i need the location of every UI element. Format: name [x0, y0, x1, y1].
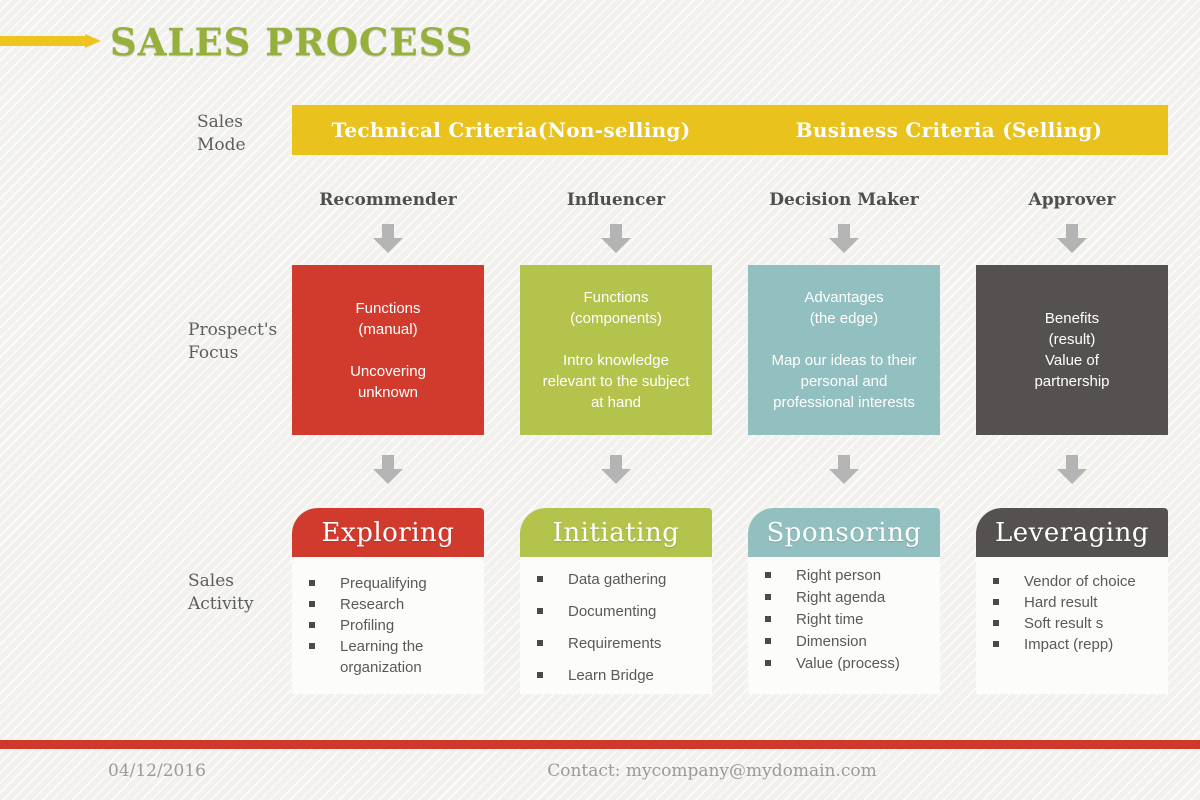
- sales-mode-banner: Technical Criteria(Non-selling) Business…: [292, 105, 1168, 155]
- activity-list: Right person Right agenda Right time Dim…: [748, 557, 940, 674]
- title-accent-arrow-icon: [85, 34, 101, 48]
- role-label-approver: Approver: [1028, 190, 1116, 210]
- activity-item: Right person: [748, 565, 940, 586]
- focus-box-decision-maker: Advantages (the edge) Map our ideas to t…: [748, 265, 940, 435]
- role-label-influencer: Influencer: [566, 190, 666, 210]
- activity-panel-exploring: Prequalifying Research Profiling Learnin…: [292, 557, 484, 694]
- row-label-sales-mode: Sales Mode: [197, 112, 246, 155]
- stage-ribbon-sponsoring: Sponsoring: [748, 508, 940, 557]
- footer-divider-line: [0, 740, 1200, 749]
- activity-item: Vendor of choice: [976, 571, 1168, 592]
- down-arrow-icon: [829, 224, 859, 253]
- row-label-sales-activity: Sales Activity: [188, 571, 254, 614]
- activity-item: Dimension: [748, 631, 940, 652]
- stage-ribbon-exploring: Exploring: [292, 508, 484, 557]
- role-label-recommender: Recommender: [319, 190, 457, 210]
- activity-item: Research: [292, 594, 484, 615]
- down-arrow-icon: [601, 455, 631, 484]
- activity-list: Vendor of choice Hard result Soft result…: [976, 557, 1168, 655]
- activity-panel-leveraging: Vendor of choice Hard result Soft result…: [976, 557, 1168, 694]
- role-label-decision-maker: Decision Maker: [769, 190, 919, 210]
- activity-item: Requirements: [520, 633, 712, 654]
- row-label-prospects-focus: Prospect's Focus: [188, 320, 278, 363]
- activity-item: Right agenda: [748, 587, 940, 608]
- activity-item: Learn Bridge: [520, 665, 712, 686]
- stage-ribbon-initiating: Initiating: [520, 508, 712, 557]
- banner-business-criteria: Business Criteria (Selling): [795, 118, 1103, 142]
- activity-item: Hard result: [976, 592, 1168, 613]
- down-arrow-icon: [829, 455, 859, 484]
- activity-item: Profiling: [292, 615, 484, 636]
- focus-box-recommender: Functions (manual) Uncovering unknown: [292, 265, 484, 435]
- down-arrow-icon: [601, 224, 631, 253]
- down-arrow-icon: [373, 455, 403, 484]
- activity-item: Impact (repp): [976, 634, 1168, 655]
- activity-list: Data gathering Documenting Requirements …: [520, 557, 712, 686]
- activity-item: Learning the organization: [292, 636, 484, 678]
- activity-list: Prequalifying Research Profiling Learnin…: [292, 557, 484, 678]
- activity-item: Soft result s: [976, 613, 1168, 634]
- activity-item: Prequalifying: [292, 573, 484, 594]
- stage-ribbon-leveraging: Leveraging: [976, 508, 1168, 557]
- activity-item: Data gathering: [520, 569, 712, 590]
- focus-box-approver: Benefits (result) Value of partnership: [976, 265, 1168, 435]
- activity-item: Value (process): [748, 653, 940, 674]
- footer-date: 04/12/2016: [108, 761, 206, 781]
- banner-technical-criteria: Technical Criteria(Non-selling): [331, 118, 691, 142]
- down-arrow-icon: [373, 224, 403, 253]
- footer-contact: Contact: mycompany@mydomain.com: [547, 761, 877, 781]
- activity-panel-initiating: Data gathering Documenting Requirements …: [520, 557, 712, 694]
- down-arrow-icon: [1057, 224, 1087, 253]
- activity-panel-sponsoring: Right person Right agenda Right time Dim…: [748, 557, 940, 694]
- activity-item: Right time: [748, 609, 940, 630]
- page-title: SALES PROCESS: [110, 20, 474, 64]
- focus-box-influencer: Functions (components) Intro knowledge r…: [520, 265, 712, 435]
- activity-item: Documenting: [520, 601, 712, 622]
- title-accent-line: [0, 36, 85, 46]
- down-arrow-icon: [1057, 455, 1087, 484]
